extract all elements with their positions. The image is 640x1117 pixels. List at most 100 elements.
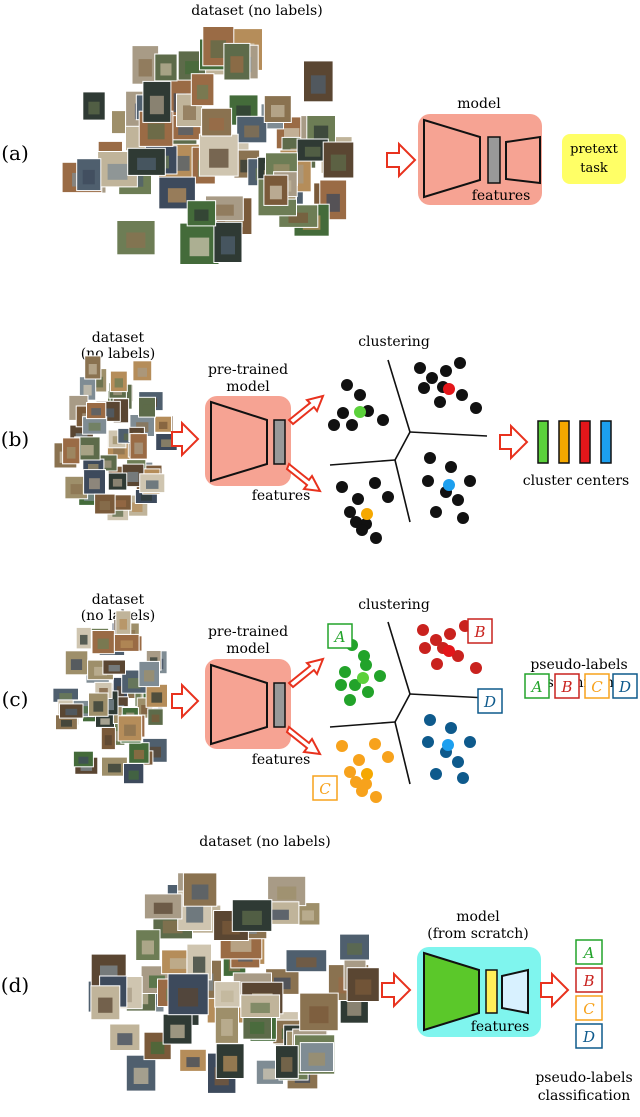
cluster-point <box>354 406 366 418</box>
panel-c: dataset (no labels) (c) pre-trained mode… <box>2 592 638 803</box>
cluster-point <box>356 785 368 797</box>
photo-detail <box>330 154 347 171</box>
photo-detail <box>142 404 152 414</box>
cluster-point <box>328 419 340 431</box>
photo-detail <box>160 63 172 76</box>
assign-label-d: D <box>618 678 631 696</box>
panel-a-features-label: features <box>472 188 531 204</box>
photo-detail <box>127 471 139 482</box>
photo-detail <box>124 724 136 736</box>
photo-detail <box>250 1002 270 1013</box>
cluster-point <box>443 645 455 657</box>
panel-c-label: (c) <box>2 687 29 711</box>
photo-detail <box>117 118 131 129</box>
photo-detail <box>108 665 120 672</box>
cluster-point <box>457 512 469 524</box>
center-bar-green <box>537 420 549 464</box>
image-collage-c <box>52 610 169 785</box>
cluster-centers-label: cluster centers <box>523 473 630 489</box>
arrow-icon <box>287 394 325 426</box>
photo-detail <box>159 421 168 429</box>
cluster-label-box-a <box>327 623 353 649</box>
photo-detail <box>242 910 262 925</box>
class-label-d: D <box>582 1028 595 1046</box>
panel-b-clustering-label: clustering <box>358 334 430 350</box>
feature-bar <box>487 136 501 184</box>
photo-detail <box>268 909 289 920</box>
cluster-point <box>470 662 482 674</box>
cluster-point <box>430 634 442 646</box>
cluster-point <box>470 402 482 414</box>
cluster-point <box>339 666 351 678</box>
cluster-point <box>369 477 381 489</box>
cluster-label-box-d <box>477 688 503 714</box>
image-collage-b <box>53 355 178 522</box>
photo-detail <box>186 904 204 923</box>
photo-detail <box>147 123 165 140</box>
photo-detail <box>126 232 146 248</box>
photo-detail <box>117 407 125 418</box>
photo-detail <box>189 237 210 257</box>
center-bar-orange <box>558 420 570 464</box>
cluster-point <box>418 382 430 394</box>
photo-detail <box>106 699 114 711</box>
cluster-label-b: B <box>473 623 485 641</box>
photo-detail <box>149 95 164 115</box>
cluster-point <box>369 738 381 750</box>
photo-detail <box>108 763 121 773</box>
cluster-label-box-c <box>312 775 338 801</box>
cluster-point <box>443 479 455 491</box>
photo-detail <box>128 770 139 780</box>
encoder-shape <box>423 951 480 1032</box>
cluster-point <box>422 475 434 487</box>
photo-detail <box>98 997 113 1013</box>
feature-bar <box>485 969 498 1014</box>
cluster-point <box>445 461 457 473</box>
photo-detail <box>93 701 104 712</box>
model-box-c <box>205 659 291 749</box>
photo-thumbnail <box>263 174 289 206</box>
photo-detail <box>250 1021 265 1034</box>
panel-b-features-label: features <box>252 488 311 504</box>
cluster-point <box>377 414 389 426</box>
photo-detail <box>288 212 308 223</box>
cluster-point <box>356 524 368 536</box>
photo-detail <box>185 61 199 75</box>
cluster-point <box>434 396 446 408</box>
cluster-point <box>370 532 382 544</box>
photo-detail <box>347 999 362 1016</box>
cluster-point <box>452 494 464 506</box>
photo-detail <box>230 56 244 73</box>
photo-detail <box>112 478 123 487</box>
cluster-point <box>336 481 348 493</box>
classification-line1: pseudo-labels <box>535 1070 632 1086</box>
feature-bar <box>273 682 286 728</box>
arrow-icon <box>171 420 200 458</box>
photo-detail <box>104 735 112 746</box>
photo-detail <box>313 125 329 139</box>
image-collage-d <box>87 872 380 1094</box>
photo-detail <box>95 376 104 388</box>
center-bar-red <box>579 420 591 464</box>
photo-detail <box>221 1019 233 1036</box>
photo-detail <box>141 940 154 955</box>
class-label-b: B <box>582 972 594 990</box>
photo-detail <box>88 101 100 115</box>
panel-a: dataset (no labels) (a) model features p… <box>1 3 626 266</box>
image-collage-a <box>61 26 355 266</box>
photo-thumbnail <box>90 985 121 1021</box>
cluster-point <box>362 686 374 698</box>
photo-detail <box>194 209 209 221</box>
photo-detail <box>117 1033 133 1046</box>
photo-detail <box>97 638 109 649</box>
cluster-point <box>452 756 464 768</box>
cluster-point <box>444 628 456 640</box>
photo-detail <box>146 480 159 489</box>
cluster-point <box>344 694 356 706</box>
photo-detail <box>100 460 112 468</box>
cluster-point <box>464 736 476 748</box>
cluster-point <box>422 736 434 748</box>
photo-detail <box>82 169 95 185</box>
arrow-icon <box>285 725 322 756</box>
cluster-points-b <box>328 357 482 544</box>
